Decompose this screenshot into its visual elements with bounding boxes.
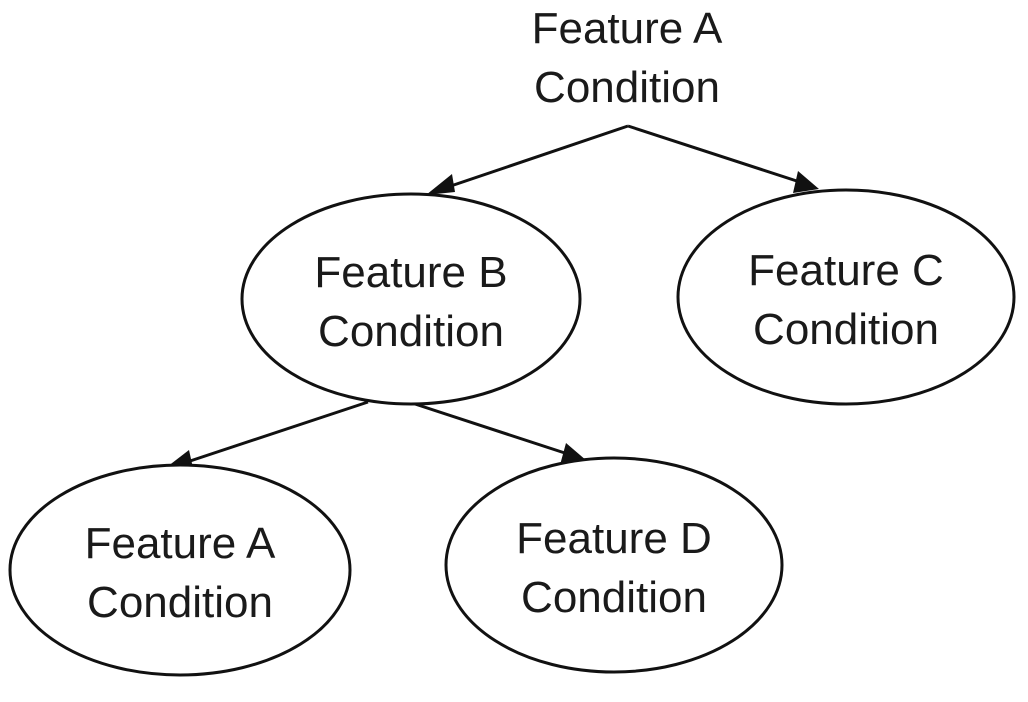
edge-root-to-c xyxy=(627,124,819,193)
node-feature-b-ellipse xyxy=(240,192,582,406)
node-feature-d-ellipse xyxy=(444,456,784,674)
node-root-line1: Feature A xyxy=(532,4,723,53)
arrowhead-icon xyxy=(793,171,819,193)
node-root: Feature A Condition xyxy=(532,4,723,112)
arrowhead-icon xyxy=(426,174,455,195)
node-feature-a-bottom-ellipse xyxy=(8,463,352,677)
node-feature-c-line1: Feature C xyxy=(748,246,944,295)
node-feature-c-line2: Condition xyxy=(753,305,939,354)
node-feature-a-bottom-line2: Condition xyxy=(87,578,273,627)
node-feature-a-bottom: Feature A Condition xyxy=(8,463,352,677)
node-feature-b-line1: Feature B xyxy=(314,248,507,297)
node-feature-d-line1: Feature D xyxy=(516,514,712,563)
node-feature-b-line2: Condition xyxy=(318,307,504,356)
edge-root-to-b xyxy=(426,124,629,195)
edge-b-to-a2 xyxy=(163,400,369,470)
node-feature-c: Feature C Condition xyxy=(676,188,1016,406)
node-feature-b: Feature B Condition xyxy=(240,192,582,406)
node-feature-d: Feature D Condition xyxy=(444,456,784,674)
node-feature-a-bottom-line1: Feature A xyxy=(85,519,276,568)
edge-b-to-d xyxy=(411,401,587,465)
node-root-line2: Condition xyxy=(534,63,720,112)
node-feature-d-line2: Condition xyxy=(521,573,707,622)
node-feature-c-ellipse xyxy=(676,188,1016,406)
